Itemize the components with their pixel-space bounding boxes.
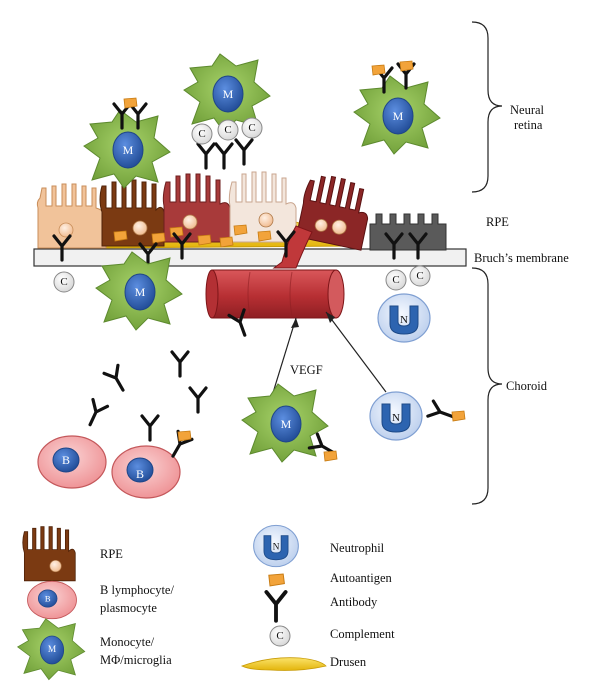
neutrophil-choroid-top: N bbox=[377, 293, 431, 343]
legend: RPE B B lymphocyte/ plasmocyte M Monocyt… bbox=[17, 524, 395, 681]
legend-antibody-label: Antibody bbox=[330, 595, 378, 609]
legend-neutrophil-label: Neutrophil bbox=[330, 541, 385, 555]
retina-section: VEGF M M M C bbox=[33, 21, 569, 505]
monocyte-top-right: M bbox=[353, 75, 441, 155]
svg-text:C: C bbox=[248, 122, 255, 134]
legend-autoantigen-label: Autoantigen bbox=[330, 571, 393, 585]
complement-top: C C C bbox=[191, 117, 263, 145]
svg-text:M: M bbox=[281, 417, 292, 431]
region-braces bbox=[471, 21, 503, 505]
bruchs-membrane-label: Bruch’s membrane bbox=[474, 251, 569, 265]
svg-text:C: C bbox=[198, 128, 205, 140]
vegf-arrows: VEGF bbox=[271, 311, 387, 397]
b-cell-left: B bbox=[37, 435, 107, 489]
monocyte-choroid-center: M bbox=[241, 383, 329, 463]
svg-text:M: M bbox=[48, 645, 57, 655]
legend-monocyte-icon: M bbox=[17, 618, 86, 681]
legend-complement-icon: C bbox=[269, 625, 291, 647]
legend-monocyte-label-line2: MΦ/microglia bbox=[100, 653, 172, 667]
svg-text:C: C bbox=[392, 274, 399, 286]
neutrophil-choroid-bottom: N bbox=[369, 391, 423, 441]
b-cell-right: B bbox=[111, 445, 181, 499]
legend-neutrophil-icon: N bbox=[253, 524, 299, 568]
monocyte-letter: M bbox=[393, 109, 404, 123]
legend-b-cell-label-line2: plasmocyte bbox=[100, 601, 157, 615]
legend-complement-label: Complement bbox=[330, 627, 395, 641]
bruchs-membrane bbox=[33, 248, 467, 267]
svg-text:N: N bbox=[392, 412, 400, 424]
legend-autoantigen-icon bbox=[268, 573, 285, 587]
rpe-region-label: RPE bbox=[486, 215, 509, 229]
monocyte-top-left: M bbox=[83, 109, 171, 189]
svg-text:N: N bbox=[273, 543, 280, 553]
svg-text:C: C bbox=[276, 630, 283, 642]
monocyte-letter: M bbox=[123, 143, 134, 157]
legend-drusen-label: Drusen bbox=[330, 655, 367, 669]
svg-text:N: N bbox=[400, 314, 408, 326]
monocyte-choroid-left: M bbox=[95, 251, 183, 331]
choroid-label: Choroid bbox=[506, 379, 548, 393]
legend-b-cell-icon: B bbox=[27, 580, 77, 620]
legend-antibody-icon bbox=[264, 590, 288, 623]
rpe-layer bbox=[36, 171, 447, 251]
legend-drusen-icon bbox=[240, 657, 327, 671]
neural-retina-label-line1: Neural bbox=[510, 103, 545, 117]
complement-bruch: C C C bbox=[53, 265, 431, 293]
legend-monocyte-label-line1: Monocyte/ bbox=[100, 635, 155, 649]
vegf-label: VEGF bbox=[290, 363, 323, 377]
svg-text:C: C bbox=[224, 124, 231, 136]
svg-text:M: M bbox=[135, 285, 146, 299]
monocyte-top-center: M bbox=[183, 53, 271, 133]
legend-b-cell-label-line1: B lymphocyte/ bbox=[100, 583, 174, 597]
svg-text:B: B bbox=[136, 467, 144, 481]
svg-text:B: B bbox=[45, 594, 51, 604]
svg-text:C: C bbox=[60, 276, 67, 288]
svg-text:C: C bbox=[416, 270, 423, 282]
legend-rpe-label: RPE bbox=[100, 547, 123, 561]
svg-text:B: B bbox=[62, 453, 70, 467]
neural-retina-label-line2: retina bbox=[514, 118, 543, 132]
monocyte-letter: M bbox=[223, 87, 234, 101]
legend-rpe-icon bbox=[22, 526, 76, 582]
